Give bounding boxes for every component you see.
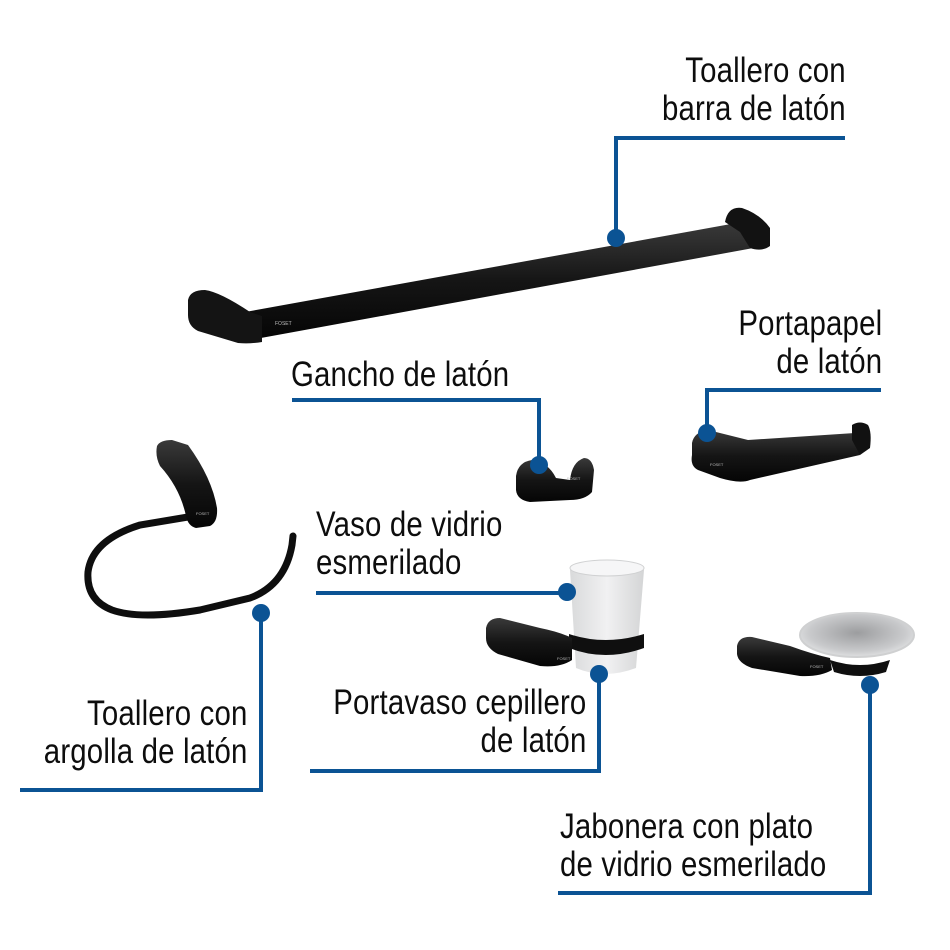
- leader-robe-hook: [292, 398, 541, 470]
- dot-towel-ring: [252, 604, 270, 622]
- label-robe-hook: Gancho de latón: [291, 355, 510, 394]
- label-towel-bar: Toallero con barra de latón: [662, 51, 846, 128]
- leader-tumbler-holder: [310, 674, 601, 773]
- dot-frosted-glass: [558, 583, 576, 601]
- label-paper-holder: Portapapel de latón: [738, 304, 882, 381]
- dot-towel-bar: [607, 229, 625, 247]
- dot-paper-holder: [698, 424, 716, 442]
- towel-ring-product: FOSET: [84, 440, 297, 619]
- svg-text:FOSET: FOSET: [567, 476, 581, 481]
- dot-robe-hook: [530, 456, 548, 474]
- svg-text:FOSET: FOSET: [710, 462, 724, 467]
- soap-dish-product: FOSET: [737, 612, 915, 677]
- svg-text:FOSET: FOSET: [557, 656, 571, 661]
- leader-lines: [20, 136, 881, 895]
- leader-towel-ring: [20, 613, 263, 792]
- label-frosted-glass: Vaso de vidrio esmerilado: [316, 505, 503, 582]
- dot-tumbler-holder: [590, 665, 608, 683]
- svg-text:FOSET: FOSET: [196, 511, 210, 516]
- paper-holder-product: FOSET: [691, 422, 871, 482]
- robe-hook-product: FOSET: [516, 458, 594, 502]
- label-tumbler-holder: Portavaso cepillero de latón: [332, 683, 586, 760]
- leader-paper-holder: [705, 388, 881, 433]
- svg-text:FOSET: FOSET: [275, 321, 292, 327]
- dot-soap-dish: [861, 676, 879, 694]
- label-soap-dish: Jabonera con plato de vidrio esmerilado: [560, 807, 827, 884]
- label-towel-ring: Toallero con argolla de latón: [44, 694, 248, 771]
- leader-dots: [252, 229, 879, 694]
- leader-towel-bar: [614, 136, 845, 238]
- svg-text:FOSET: FOSET: [810, 664, 824, 669]
- towel-bar-product: FOSET: [188, 207, 770, 344]
- leader-soap-dish: [558, 685, 872, 895]
- tumbler-holder-product: FOSET: [486, 559, 645, 674]
